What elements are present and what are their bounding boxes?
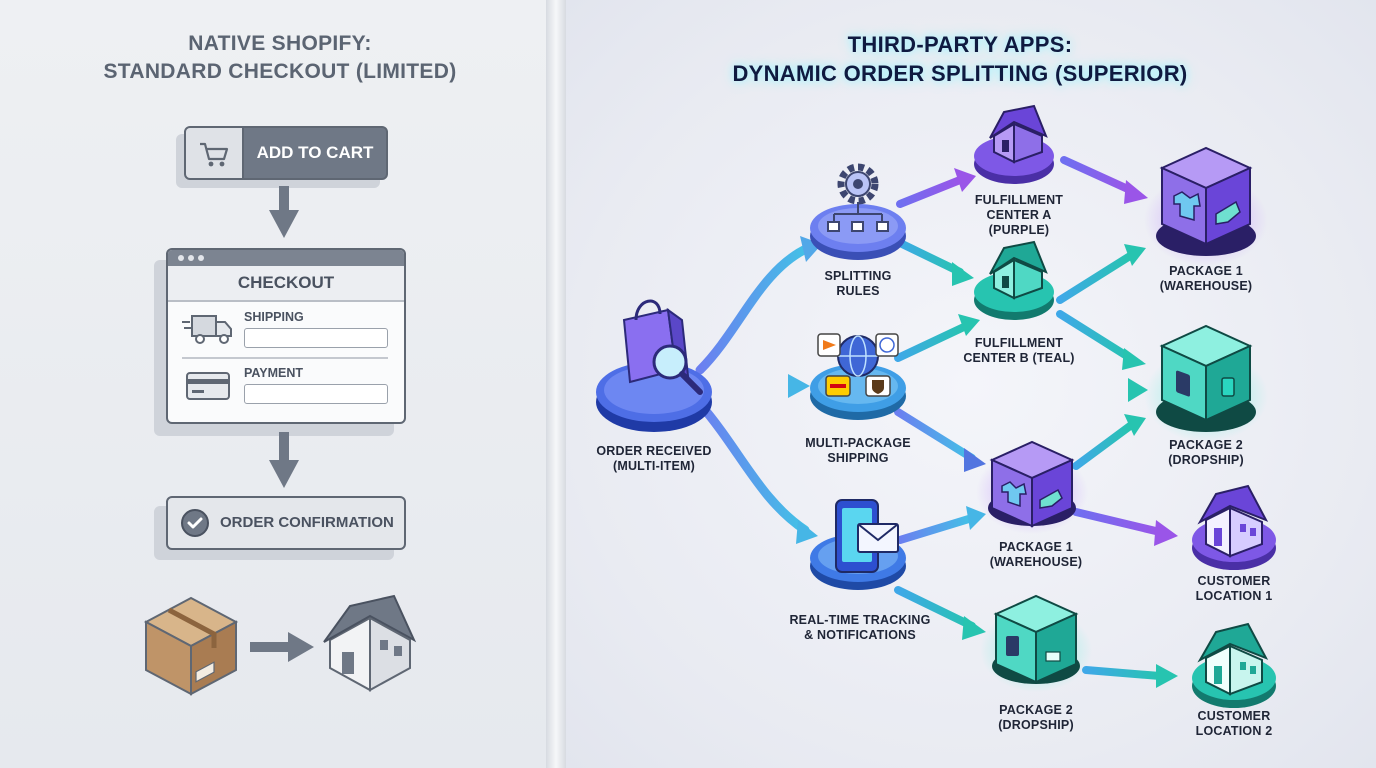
native-shopify-title: NATIVE SHOPIFY: STANDARD CHECKOUT (LIMIT… <box>103 32 457 83</box>
down-arrow <box>269 432 299 488</box>
tracking-label: REAL-TIME TRACKING & NOTIFICATIONS <box>789 613 931 642</box>
package-1-top-label: PACKAGE 1 (WAREHOUSE) <box>1159 264 1253 293</box>
shipping-label-icon <box>1045 651 1061 662</box>
checkout-window: CHECKOUT SHIPPING PAYMENT <box>166 248 406 424</box>
down-arrow <box>269 186 299 238</box>
credit-card-icon <box>186 372 230 405</box>
sneaker-icon <box>1215 200 1241 225</box>
right-arrow <box>250 632 314 662</box>
left-graphics <box>143 186 417 696</box>
customer-location-1-node <box>1192 484 1276 570</box>
package-2-top-label: PACKAGE 2 (DROPSHIP) <box>1168 438 1244 467</box>
flow-arrows <box>695 156 1164 680</box>
globe-logo-icon <box>875 333 899 357</box>
carrier-logo-icon <box>817 333 841 357</box>
tablet-icon <box>1006 636 1019 656</box>
house-icon <box>1197 622 1269 696</box>
dhl-logo-icon <box>825 375 851 397</box>
window-dot <box>198 255 204 261</box>
envelope-icon <box>857 523 899 553</box>
ups-logo-icon <box>865 375 891 397</box>
fulfillment-center-b-label: FULFILLMENT CENTER B (TEAL) <box>963 336 1075 365</box>
package-1-mid-label: PACKAGE 1 (WAREHOUSE) <box>989 540 1083 569</box>
phone-case-icon <box>1221 377 1235 397</box>
globe-icon <box>837 335 879 377</box>
arrow-heads <box>788 168 1178 688</box>
order-confirmation-button[interactable]: ORDER CONFIRMATION <box>166 496 406 550</box>
window-titlebar <box>168 250 404 266</box>
flowchart-icon <box>827 202 889 232</box>
order-confirmation-label: ORDER CONFIRMATION <box>220 514 394 531</box>
cart-icon <box>186 128 244 178</box>
sneaker-icon <box>1039 488 1063 509</box>
add-to-cart-button[interactable]: ADD TO CART <box>184 126 388 180</box>
payment-label: PAYMENT <box>244 366 304 380</box>
fulfillment-center-a-label: FULFILLMENT CENTER A (PURPLE) <box>974 193 1064 237</box>
fulfillment-center-a-node <box>974 104 1054 184</box>
customer-location-2-node <box>1192 622 1276 708</box>
fulfillment-center-b-node <box>974 240 1054 320</box>
right-graphics <box>596 104 1276 708</box>
house-icon <box>989 240 1048 300</box>
house-icon <box>323 594 417 692</box>
third-party-title: THIRD-PARTY APPS: DYNAMIC ORDER SPLITTIN… <box>732 32 1188 86</box>
package-2-dropship-top <box>1144 324 1268 442</box>
customer-location-1-label: CUSTOMER LOCATION 1 <box>1195 574 1273 603</box>
panel-divider <box>546 0 566 768</box>
package-2-dropship-bottom <box>980 594 1092 692</box>
package-1-warehouse-mid <box>976 440 1088 534</box>
payment-field[interactable] <box>244 384 388 404</box>
house-icon <box>989 104 1048 164</box>
order-received-node <box>596 299 712 432</box>
splitting-rules-node <box>810 163 906 260</box>
add-to-cart-label: ADD TO CART <box>256 143 374 162</box>
package-2-bottom-label: PACKAGE 2 (DROPSHIP) <box>998 703 1074 732</box>
truck-icon <box>182 312 234 351</box>
check-circle-icon <box>180 508 210 543</box>
shipping-field[interactable] <box>244 328 388 348</box>
multi-package-node <box>810 333 906 420</box>
window-dot <box>188 255 194 261</box>
package-1-warehouse-top <box>1144 146 1268 266</box>
magnifier-icon <box>652 344 703 395</box>
tshirt-icon <box>1001 481 1027 508</box>
order-received-label: ORDER RECEIVED (MULTI-ITEM) <box>596 444 712 473</box>
house-icon <box>1197 484 1269 558</box>
customer-location-2-label: CUSTOMER LOCATION 2 <box>1195 709 1273 738</box>
tracking-node <box>810 499 906 590</box>
cardboard-box-icon <box>143 596 239 696</box>
shipping-label: SHIPPING <box>244 310 304 324</box>
gear-icon <box>837 163 879 205</box>
tablet-icon <box>1176 370 1190 397</box>
splitting-rules-label: SPLITTING RULES <box>824 269 892 298</box>
checkout-title: CHECKOUT <box>168 266 404 302</box>
window-dot <box>178 255 184 261</box>
divider-line <box>182 357 388 359</box>
multi-package-label: MULTI-PACKAGE SHIPPING <box>805 436 911 465</box>
tshirt-icon <box>1173 191 1201 221</box>
